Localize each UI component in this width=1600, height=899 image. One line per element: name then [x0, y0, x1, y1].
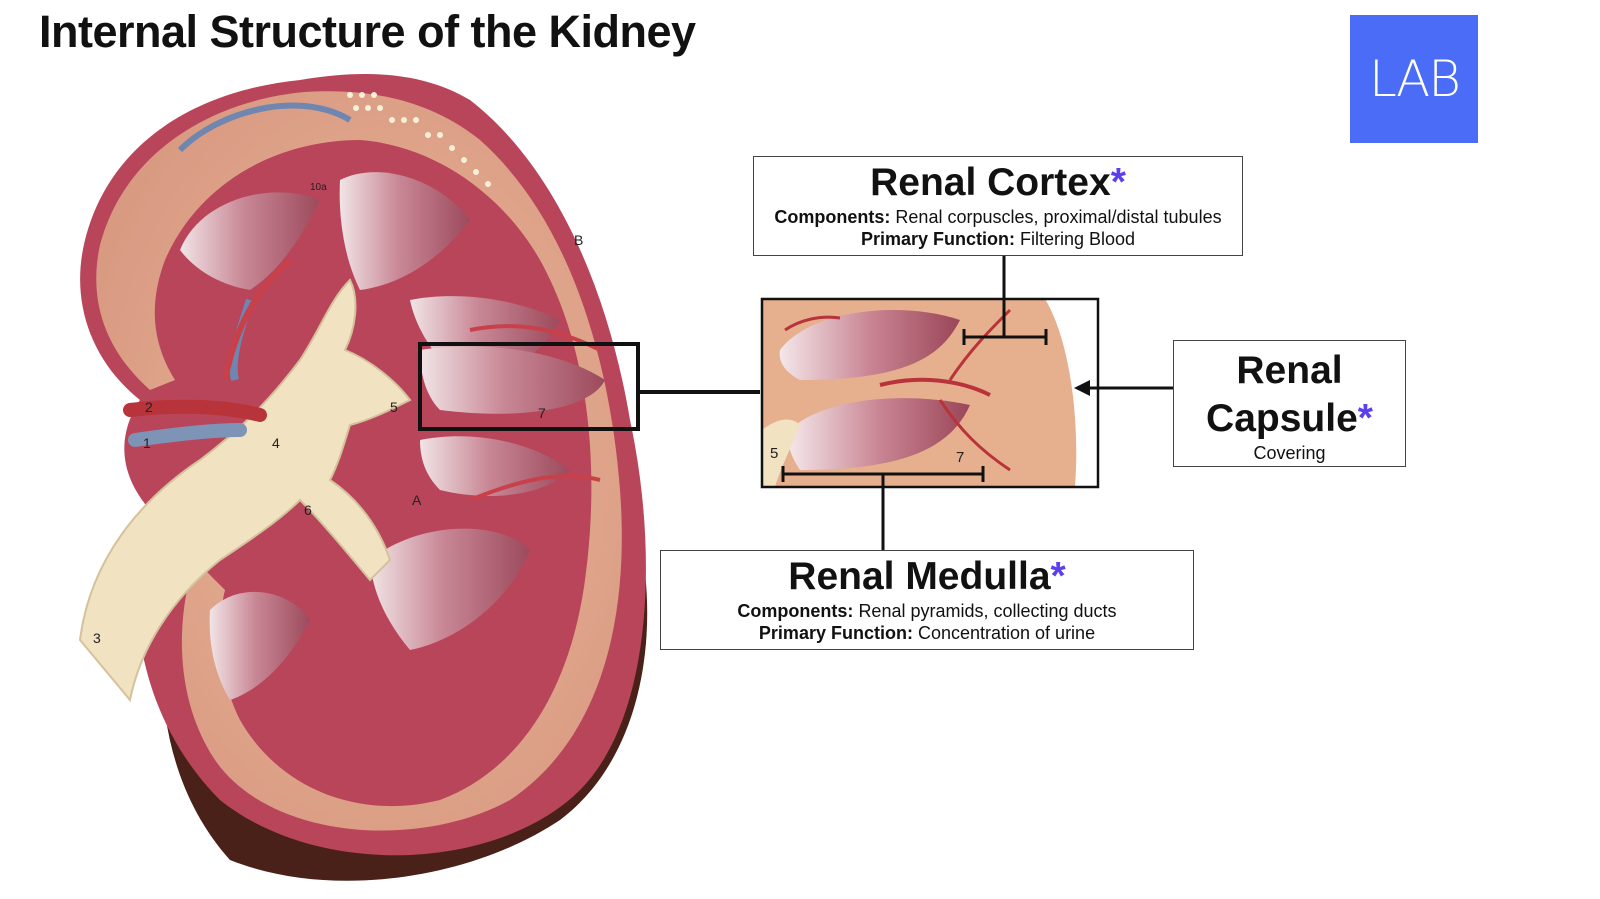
- model-marker: 10a: [310, 182, 327, 193]
- inset-vessel: [938, 399, 1011, 472]
- renal-medulla-components-value: Renal pyramids, collecting ducts: [858, 601, 1117, 621]
- capsule-arrow-head: [1074, 380, 1090, 396]
- kidney-cortex-layer: [96, 91, 622, 831]
- renal-medulla-components-key: Components:: [737, 601, 854, 621]
- renal-vein: [128, 423, 247, 447]
- model-markers: 2 1 4 5 7 6 A 3 10a B: [93, 182, 583, 646]
- renal-artery: [123, 399, 267, 422]
- nephron-dots: [347, 92, 491, 187]
- inset-pyramid: [788, 398, 970, 470]
- inset-frame: [760, 297, 1100, 489]
- renal-medulla-function-value: Concentration of urine: [917, 623, 1096, 643]
- blood-vessel: [469, 474, 601, 502]
- renal-cortex-label: Renal Cortex* Components: Renal corpuscl…: [753, 156, 1243, 256]
- renal-cortex-title: Renal Cortex: [870, 161, 1111, 204]
- page-title: Internal Structure of the Kidney: [39, 6, 696, 57]
- renal-capsule-title: Capsule: [1206, 397, 1358, 440]
- model-marker: 5: [390, 399, 398, 415]
- model-marker: 2: [145, 399, 153, 415]
- kidney-model: [78, 74, 648, 881]
- renal-medulla-label: Renal Medulla* Components: Renal pyramid…: [660, 550, 1194, 650]
- highlight-region-box: [418, 342, 640, 431]
- model-marker: 6: [304, 502, 312, 518]
- kidney-pyramid: [420, 346, 605, 414]
- renal-capsule-heading-line2: Capsule*: [1174, 395, 1405, 443]
- model-marker: 4: [272, 435, 280, 451]
- renal-capsule-heading-line1: Renal: [1236, 349, 1343, 392]
- renal-cortex-components-key: Components:: [774, 207, 891, 227]
- renal-medulla-function: Primary Function: Concentration of urine: [661, 622, 1193, 644]
- renal-cortex-function: Primary Function: Filtering Blood: [754, 228, 1242, 250]
- inset-zoom-panel: 5 7: [760, 297, 1100, 489]
- model-marker: 3: [93, 630, 101, 646]
- kidney-pyramid: [339, 172, 470, 290]
- renal-pelvis: [78, 278, 412, 703]
- renal-medulla-star: *: [1050, 555, 1066, 598]
- renal-medulla-heading: Renal Medulla*: [661, 557, 1193, 596]
- blood-vessel: [222, 257, 292, 381]
- kidney-pyramid: [209, 591, 310, 700]
- renal-capsule-label: Renal Capsule* Covering: [1173, 340, 1406, 467]
- lab-logo: LAB: [1350, 15, 1478, 143]
- renal-cortex-heading: Renal Cortex*: [754, 163, 1242, 202]
- inset-pelvis: [762, 419, 800, 487]
- renal-cortex-function-value: Filtering Blood: [1019, 229, 1136, 249]
- inset-vessel: [879, 377, 991, 397]
- inset-marker: 7: [956, 449, 964, 466]
- model-marker: 1: [143, 435, 151, 451]
- renal-cortex-function-key: Primary Function:: [860, 229, 1015, 249]
- renal-capsule-star: *: [1357, 397, 1373, 440]
- model-marker: A: [412, 492, 422, 508]
- renal-medulla-components: Components: Renal pyramids, collecting d…: [661, 600, 1193, 622]
- renal-capsule-description: Covering: [1253, 443, 1326, 463]
- inset-pyramid: [779, 310, 960, 380]
- renal-cortex-star: *: [1110, 161, 1126, 204]
- renal-cortex-components: Components: Renal corpuscles, proximal/d…: [754, 206, 1242, 228]
- model-marker: 7: [538, 405, 546, 421]
- blood-vessel: [177, 102, 352, 153]
- kidney-pyramid: [180, 192, 320, 290]
- kidney-pyramid: [370, 528, 530, 650]
- inset-vessel: [784, 315, 841, 332]
- renal-medulla-title: Renal Medulla: [788, 555, 1051, 598]
- lab-logo-text: LAB: [1369, 50, 1461, 108]
- inset-capsule-edge: [1045, 299, 1098, 487]
- renal-cortex-components-value: Renal corpuscles, proximal/distal tubule…: [895, 207, 1222, 227]
- renal-medulla-function-key: Primary Function:: [758, 623, 913, 643]
- model-marker: B: [574, 232, 583, 248]
- inset-marker: 5: [770, 445, 778, 462]
